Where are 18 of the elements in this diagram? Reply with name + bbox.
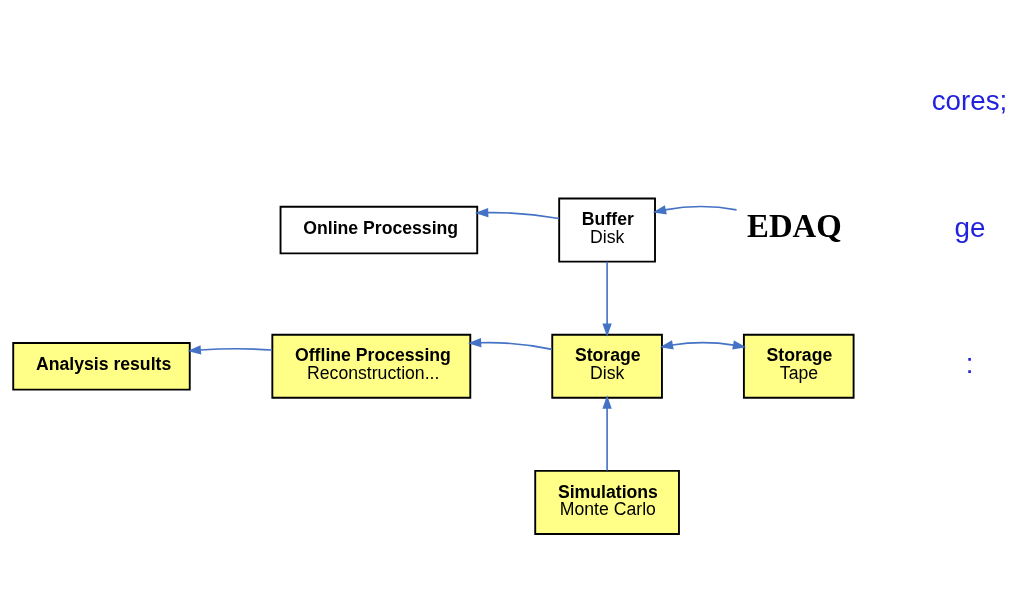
- arrow: [187, 344, 273, 355]
- node-box: Storage Tape: [742, 333, 855, 399]
- arrow: [659, 339, 747, 350]
- arrow: [467, 337, 553, 350]
- node-box: Offline Processing Reconstruction...: [271, 333, 472, 399]
- label: ge: [954, 211, 986, 243]
- label: cores;: [931, 84, 1008, 116]
- node-text: EDAQ: [747, 207, 842, 244]
- node-box: Buffer Disk: [558, 197, 656, 263]
- arrow: [652, 204, 738, 214]
- arrow: [602, 260, 612, 337]
- arrow: [474, 207, 560, 219]
- node-box: Online Processing: [279, 205, 479, 254]
- arrow: [602, 394, 612, 471]
- node-box: Storage Disk: [551, 333, 663, 399]
- node-box: Analysis results: [12, 341, 191, 391]
- label: :: [965, 347, 974, 379]
- node-box: Simulations Monte Carlo: [534, 469, 680, 535]
